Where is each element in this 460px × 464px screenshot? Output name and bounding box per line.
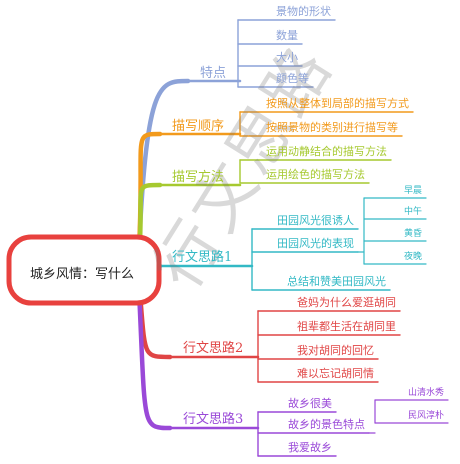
- branch-label-4[interactable]: 行文思路2: [183, 341, 244, 356]
- child-label-4-1[interactable]: 祖辈都生活在胡同里: [297, 320, 396, 333]
- child-label-2-0[interactable]: 运用动静结合的描写方法: [266, 145, 387, 158]
- child-label-5-1[interactable]: 故乡的景色特点: [288, 418, 365, 431]
- child-label-1-1[interactable]: 按照景物的类别进行描写等: [266, 121, 398, 134]
- child-label-5-2[interactable]: 我爱故乡: [288, 441, 332, 454]
- root-node-border: [6, 234, 162, 306]
- child-label-0-1[interactable]: 数量: [276, 29, 298, 42]
- grandchild-label-3-1-1[interactable]: 中午: [404, 207, 423, 217]
- root-node[interactable]: [6, 234, 162, 306]
- child-label-0-3[interactable]: 颜色等: [276, 72, 309, 85]
- child-label-0-0[interactable]: 景物的形状: [276, 5, 331, 18]
- child-label-3-2[interactable]: 总结和赞美田园风光: [287, 275, 386, 288]
- grandchild-label-5-1-1[interactable]: 民风淳朴: [408, 411, 445, 421]
- child-label-0-2[interactable]: 大小: [276, 51, 298, 64]
- child-label-4-2[interactable]: 我对胡同的回忆: [297, 344, 374, 357]
- child-label-2-1[interactable]: 运用绘色的描写方法: [266, 168, 365, 181]
- child-label-3-1[interactable]: 田园风光的表现: [277, 237, 354, 250]
- branch-label-0[interactable]: 特点: [200, 66, 227, 81]
- grandchild-label-3-1-0[interactable]: 早晨: [404, 186, 423, 196]
- grandchild-label-5-1-0[interactable]: 山清水秀: [408, 388, 445, 398]
- child-label-4-0[interactable]: 爸妈为什么爱逛胡同: [297, 296, 396, 309]
- branch-label-3[interactable]: 行文思路1: [172, 250, 233, 265]
- branch-label-5[interactable]: 行文思路3: [183, 412, 244, 427]
- branch-label-2[interactable]: 描写方法: [172, 170, 225, 185]
- child-label-3-0[interactable]: 田园风光很诱人: [277, 214, 354, 227]
- grandchild-label-3-1-2[interactable]: 黄昏: [404, 229, 423, 239]
- child-label-5-0[interactable]: 故乡很美: [288, 397, 332, 410]
- root-label: 城乡风情：写什么: [30, 267, 135, 282]
- grandchild-label-3-1-3[interactable]: 夜晚: [404, 252, 423, 262]
- child-label-4-3[interactable]: 难以忘记胡同情: [297, 367, 374, 380]
- branch-label-1[interactable]: 描写顺序: [172, 119, 225, 134]
- branch-connector-5: [135, 267, 173, 431]
- connector-lines: [135, 19, 449, 457]
- child-label-1-0[interactable]: 按照从整体到局部的描写方式: [266, 97, 409, 110]
